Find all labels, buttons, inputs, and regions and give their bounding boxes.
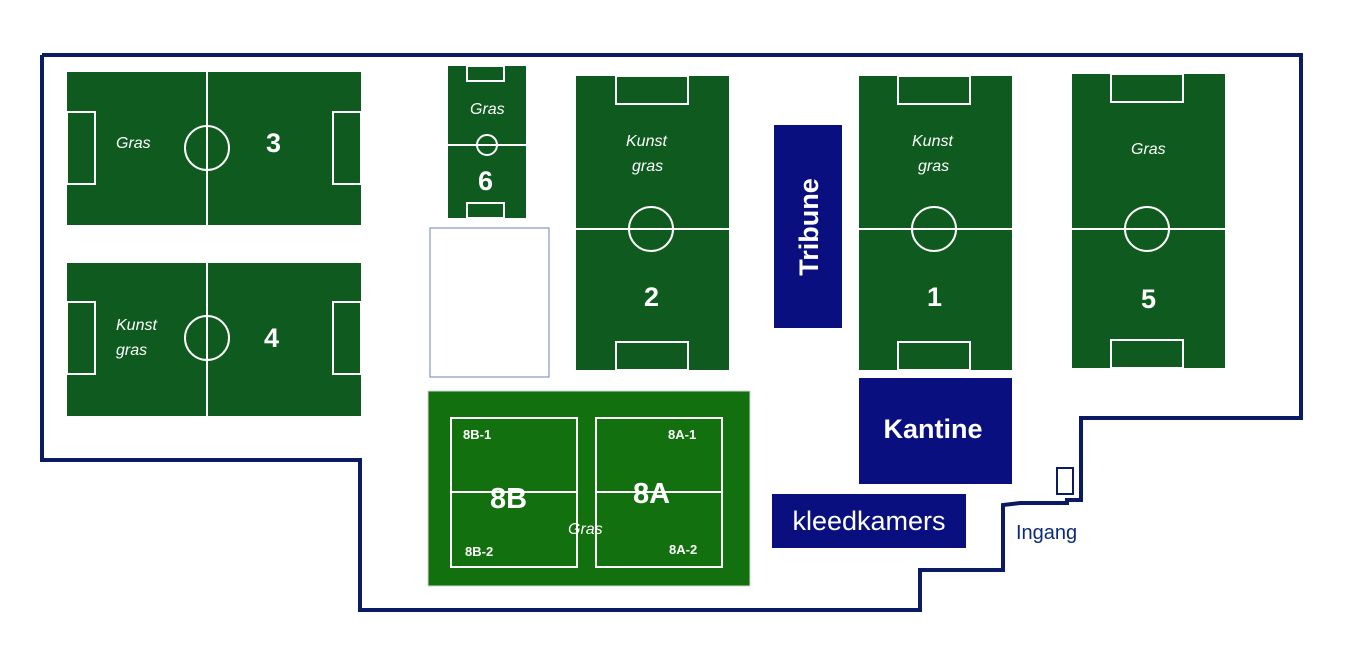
field-1-surface-line1: Kunst	[912, 133, 953, 150]
tribune-building[interactable]: Tribune	[774, 125, 842, 328]
kantine-label: Kantine	[883, 414, 982, 444]
field-4-surface-line1: Kunst	[116, 317, 157, 334]
field-2-surface-line2: gras	[632, 158, 663, 175]
field-8a-label: 8A	[633, 478, 670, 510]
site-boundary	[40, 53, 1303, 612]
field-8b-1-label: 8B-1	[463, 427, 491, 442]
kleedkamers-building[interactable]: kleedkamers	[772, 494, 966, 548]
field-1[interactable]: Kunst gras 1	[859, 75, 1012, 371]
field-5-surface: Gras	[1131, 141, 1166, 158]
kleedkamers-label: kleedkamers	[792, 506, 945, 536]
field-3-number: 3	[266, 128, 281, 158]
entrance[interactable]: Ingang	[1016, 467, 1077, 544]
field-3-surface: Gras	[116, 135, 151, 152]
empty-area	[429, 227, 550, 378]
field-8a-1-label: 8A-1	[668, 427, 696, 442]
field-4-surface-line2: gras	[116, 342, 147, 359]
entrance-door-icon	[1056, 467, 1074, 495]
field-4[interactable]: Kunst gras 4	[66, 263, 362, 416]
field-2[interactable]: Kunst gras 2	[576, 75, 729, 371]
field-6-surface: Gras	[470, 101, 505, 118]
field-2-number: 2	[644, 282, 659, 312]
field-8[interactable]: 8B-1 8A-1 8B 8A Gras 8B-2 8A-2	[427, 390, 751, 587]
field-5[interactable]: Gras 5	[1072, 73, 1225, 369]
field-8b-label: 8B	[490, 483, 527, 515]
kantine-building[interactable]: Kantine	[859, 378, 1012, 484]
field-8a-2-label: 8A-2	[669, 542, 697, 557]
tribune-label: Tribune	[794, 178, 824, 276]
field-3[interactable]: Gras 3	[66, 72, 362, 225]
field-1-number: 1	[927, 282, 942, 312]
field-5-number: 5	[1141, 284, 1156, 314]
field-8-surface: Gras	[568, 521, 603, 538]
field-1-surface-line2: gras	[918, 158, 949, 175]
field-6-number: 6	[478, 166, 493, 196]
field-6[interactable]: Gras 6	[448, 65, 526, 219]
entrance-label: Ingang	[1016, 522, 1077, 544]
field-2-surface-line1: Kunst	[626, 133, 667, 150]
field-4-number: 4	[264, 323, 279, 353]
field-8b-2-label: 8B-2	[465, 544, 493, 559]
